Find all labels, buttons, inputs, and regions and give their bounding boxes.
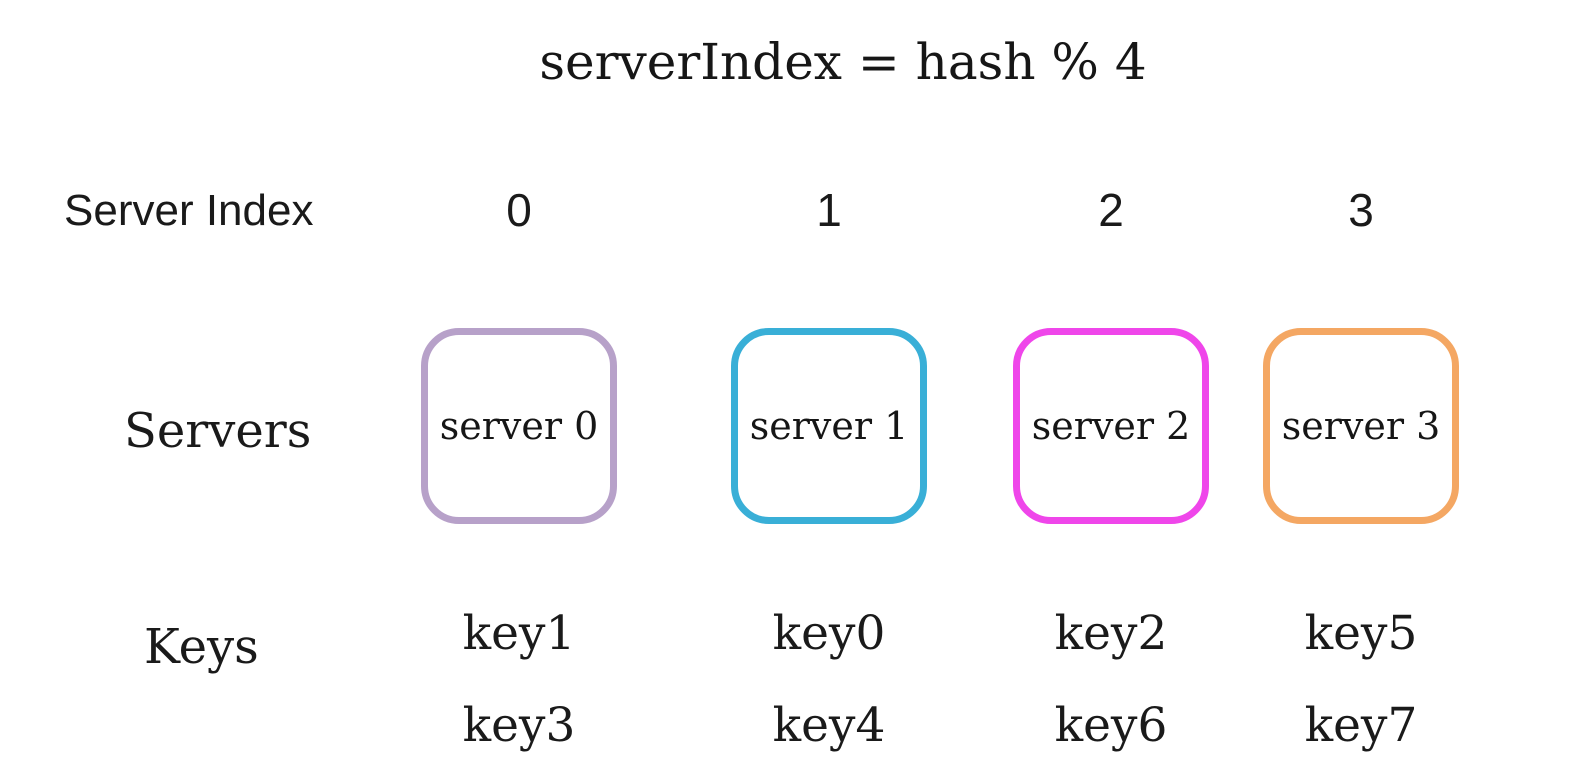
key-label: key1 [462, 606, 576, 661]
server-index-value: 1 [816, 184, 842, 236]
server-column-3: 3 server 3 key5 key7 [1251, 0, 1471, 772]
server-column-2: 2 server 2 key2 key6 [1001, 0, 1221, 772]
key-list: key2 key6 [1055, 588, 1168, 772]
key-label: key7 [1304, 698, 1418, 753]
server-box: server 0 [421, 328, 617, 524]
key-label: key4 [772, 698, 886, 753]
key-label: key3 [462, 698, 576, 753]
server-box-label: server 3 [1281, 404, 1441, 448]
key-label: key5 [1304, 606, 1418, 661]
server-box-label: server 0 [439, 404, 599, 448]
key-list: key1 key3 [463, 588, 576, 772]
server-box: server 3 [1263, 328, 1459, 524]
key-list: key5 key7 [1305, 588, 1418, 772]
key-list: key0 key4 [773, 588, 886, 772]
server-box: server 2 [1013, 328, 1209, 524]
server-index-value: 3 [1348, 184, 1374, 236]
server-box-label: server 1 [749, 404, 909, 448]
server-box: server 1 [731, 328, 927, 524]
row-label-keys: Keys [144, 619, 259, 675]
row-label-servers: Servers [124, 403, 312, 459]
formula-title: serverIndex = hash % 4 [539, 33, 1147, 91]
row-label-server-index: Server Index [64, 186, 314, 235]
server-column-0: 0 server 0 key1 key3 [409, 0, 629, 772]
key-label: key6 [1054, 698, 1168, 753]
server-column-1: 1 server 1 key0 key4 [719, 0, 939, 772]
server-box-label: server 2 [1031, 404, 1191, 448]
server-index-value: 0 [506, 184, 532, 236]
key-label: key0 [772, 606, 886, 661]
key-label: key2 [1054, 606, 1168, 661]
server-index-value: 2 [1098, 184, 1124, 236]
